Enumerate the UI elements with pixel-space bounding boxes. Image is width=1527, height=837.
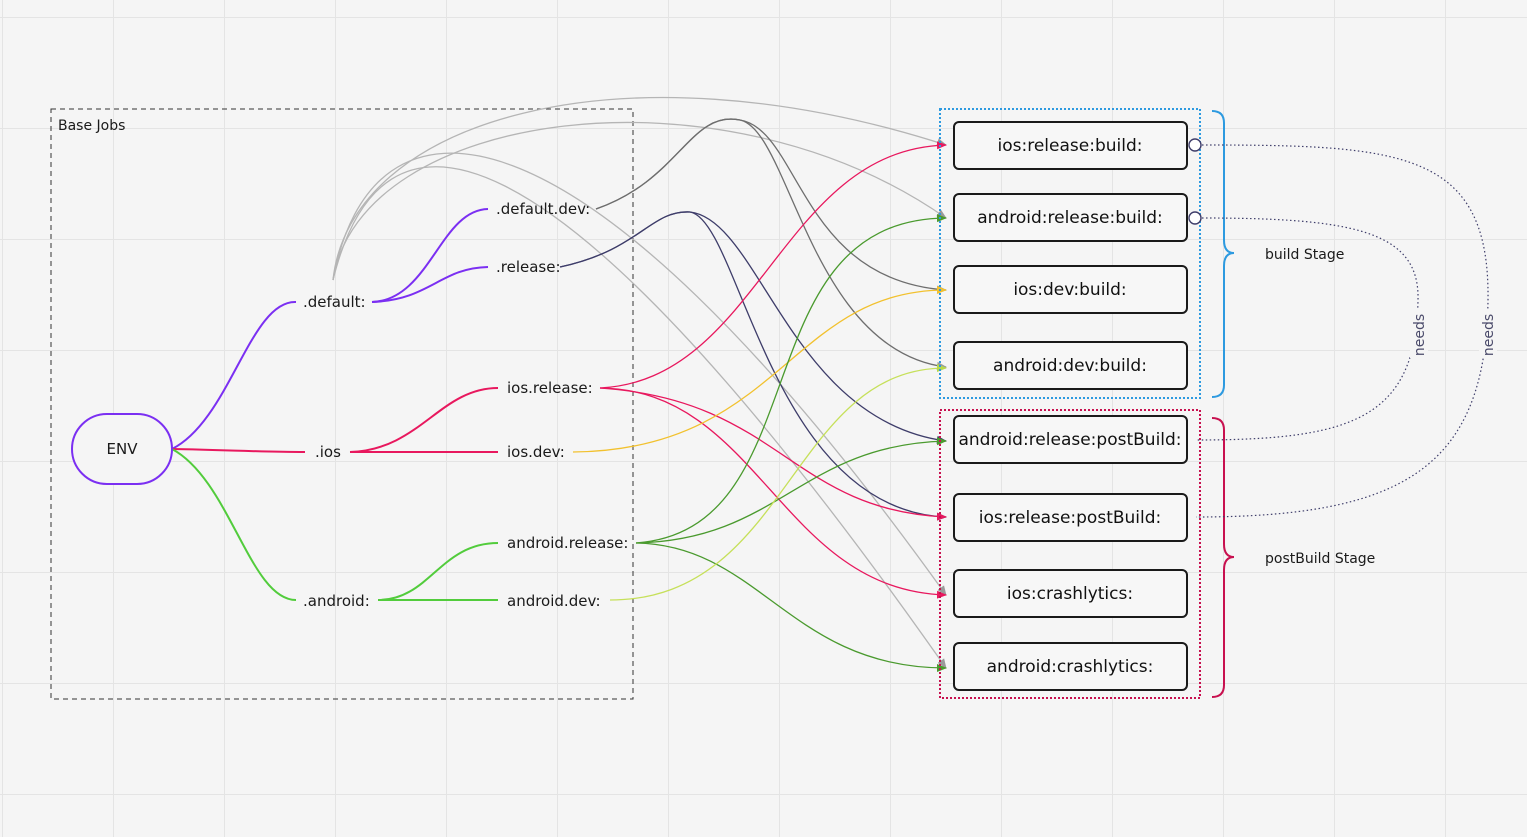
job-label: ios:dev:build: xyxy=(1013,280,1126,300)
ios-node[interactable]: .ios xyxy=(315,443,341,461)
needs-anchor-2 xyxy=(1188,211,1202,225)
ios-release-arrows xyxy=(599,141,947,599)
build-stage-frame xyxy=(939,108,1201,399)
needs-connectors xyxy=(1195,144,1489,518)
needs-label-2: needs xyxy=(1481,314,1497,356)
job-label: android:release:postBuild: xyxy=(958,430,1181,450)
job-label: android:release:build: xyxy=(977,208,1163,228)
ios-dev-arrow xyxy=(572,286,947,453)
default-node[interactable]: .default: xyxy=(303,293,366,311)
needs-anchor-1 xyxy=(1188,138,1202,152)
release-node[interactable]: .release: xyxy=(496,258,561,276)
job-label: ios:release:build: xyxy=(998,136,1143,156)
job-box-frame xyxy=(953,265,1188,314)
needs-label-bg-2 xyxy=(1479,310,1497,358)
job-label: android:dev:build: xyxy=(993,356,1147,376)
job-box-ios-release-postbuild[interactable]: ios:release:postBuild: xyxy=(953,493,1188,542)
job-box-frame xyxy=(953,642,1188,691)
job-box-android-release-build[interactable]: android:release:build: xyxy=(953,193,1188,242)
android-release-node[interactable]: android.release: xyxy=(507,534,628,552)
job-box-android-release-postbuild[interactable]: android:release:postBuild: xyxy=(953,415,1188,464)
job-box-frame xyxy=(953,569,1188,618)
build-stage-brace xyxy=(1211,110,1235,398)
android-release-arrows xyxy=(635,214,947,672)
needs-label-bg-1 xyxy=(1410,310,1428,358)
base-jobs-label: Base Jobs xyxy=(58,118,125,134)
job-box-android-dev-build[interactable]: android:dev:build: xyxy=(953,341,1188,390)
post-stage-brace xyxy=(1211,417,1235,698)
ios-dev-node[interactable]: ios.dev: xyxy=(507,443,565,461)
post-stage-frame xyxy=(939,409,1201,699)
job-box-frame xyxy=(953,121,1188,170)
job-box-ios-release-build[interactable]: ios:release:build: xyxy=(953,121,1188,170)
default-dev-arcs xyxy=(595,118,947,370)
android-dev-arrow xyxy=(609,364,947,601)
default-dev-node[interactable]: .default.dev: xyxy=(496,200,590,218)
android-dev-node[interactable]: android.dev: xyxy=(507,592,601,610)
default-inheritance-arcs xyxy=(332,96,947,669)
job-box-frame xyxy=(953,341,1188,390)
job-label: ios:release:postBuild: xyxy=(979,508,1162,528)
release-arcs xyxy=(559,211,947,521)
android-node[interactable]: .android: xyxy=(303,592,370,610)
ios-release-node[interactable]: ios.release: xyxy=(507,379,593,397)
job-label: ios:crashlytics: xyxy=(1007,584,1133,604)
post-stage-label: postBuild Stage xyxy=(1265,551,1375,567)
job-box-frame xyxy=(953,415,1188,464)
purple-branches xyxy=(171,208,489,450)
green-branches xyxy=(171,448,499,601)
base-jobs-frame xyxy=(50,108,634,700)
env-label: ENV xyxy=(107,440,139,458)
job-label: android:crashlytics: xyxy=(987,657,1154,677)
job-box-frame xyxy=(953,493,1188,542)
job-box-android-crashlytics[interactable]: android:crashlytics: xyxy=(953,642,1188,691)
job-box-ios-dev-build[interactable]: ios:dev:build: xyxy=(953,265,1188,314)
job-box-ios-crashlytics[interactable]: ios:crashlytics: xyxy=(953,569,1188,618)
needs-label-1: needs xyxy=(1412,314,1428,356)
pink-branches xyxy=(171,387,499,453)
env-node[interactable] xyxy=(71,413,173,485)
job-box-frame xyxy=(953,193,1188,242)
build-stage-label: build Stage xyxy=(1265,247,1344,263)
